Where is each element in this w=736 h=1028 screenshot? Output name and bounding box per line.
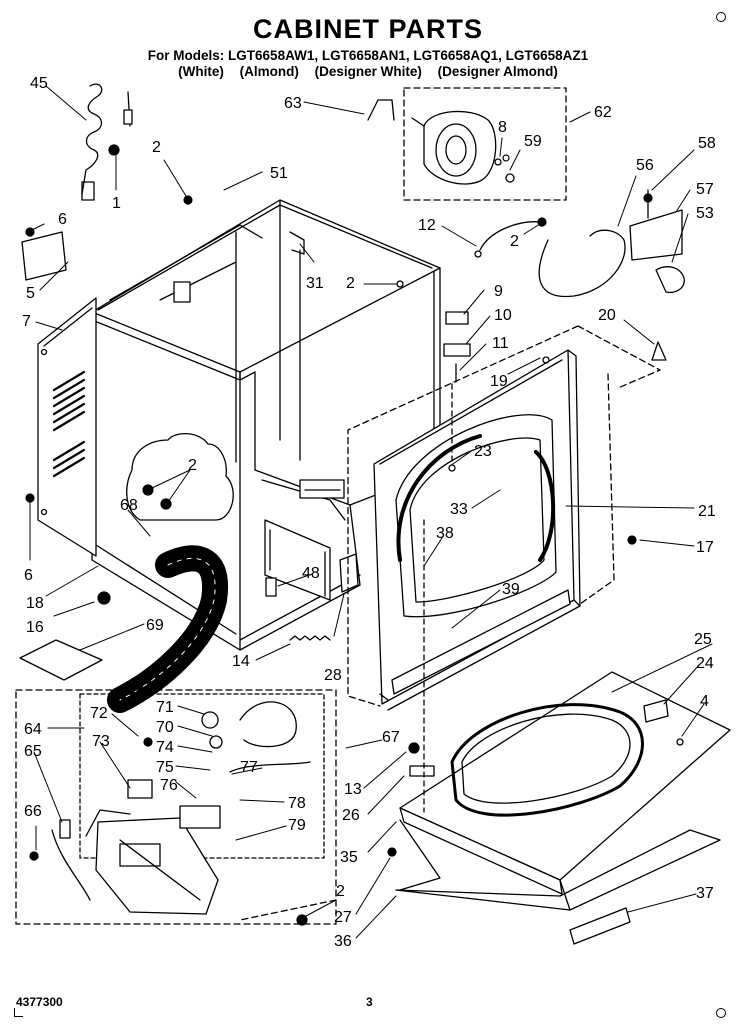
callout-65: 65 (24, 743, 42, 760)
variant-white: (White) (178, 64, 224, 79)
variant-almond: (Almond) (239, 64, 299, 79)
burner-assembly (51, 701, 311, 915)
callout-53: 53 (696, 205, 714, 222)
callout-7: 7 (22, 313, 31, 330)
callout-12: 12 (418, 217, 436, 234)
callout-39: 39 (502, 581, 520, 598)
callout-74: 74 (156, 739, 174, 756)
callout-2: 2 (346, 275, 355, 292)
callout-77: 77 (240, 759, 258, 776)
variant-designer-almond: (Designer Almond) (437, 64, 558, 79)
callout-73: 73 (92, 733, 110, 750)
callout-1: 1 (112, 195, 121, 212)
callout-11: 11 (492, 335, 509, 352)
page-header: CABINET PARTS For Models: LGT6658AW1, LG… (0, 14, 736, 80)
callout-2: 2 (188, 457, 197, 474)
callout-68: 68 (120, 497, 138, 514)
callout-67: 67 (382, 729, 400, 746)
callout-19: 19 (490, 373, 508, 390)
callout-36: 36 (334, 933, 352, 950)
callout-56: 56 (636, 157, 654, 174)
callout-2: 2 (336, 883, 345, 900)
callout-16: 16 (26, 619, 44, 636)
callout-28: 28 (324, 667, 342, 684)
power-cord (81, 83, 133, 201)
callout-51: 51 (270, 165, 288, 182)
callout-63: 63 (284, 95, 302, 112)
callout-14: 14 (232, 653, 250, 670)
page-title: CABINET PARTS (252, 14, 483, 44)
callout-38: 38 (436, 525, 454, 542)
callout-18: 18 (26, 595, 44, 612)
callout-69: 69 (146, 617, 164, 634)
callout-6: 6 (58, 211, 67, 228)
callout-78: 78 (288, 795, 306, 812)
callout-64: 64 (24, 721, 42, 738)
models-line: For Models: LGT6658AW1, LGT6658AN1, LGT6… (147, 48, 589, 63)
document-number: 4377300 (16, 995, 63, 1009)
plate-part (19, 639, 103, 681)
callout-72: 72 (90, 705, 108, 722)
callout-24: 24 (696, 655, 714, 672)
callout-10: 10 (494, 307, 512, 324)
callout-23: 23 (474, 443, 492, 460)
drive-belt (538, 229, 626, 298)
callout-45: 45 (30, 75, 48, 92)
callout-5: 5 (26, 285, 35, 302)
crop-mark (14, 1008, 23, 1017)
callout-66: 66 (24, 803, 42, 820)
callout-76: 76 (160, 777, 178, 794)
callout-4: 4 (700, 693, 709, 710)
callout-26: 26 (342, 807, 360, 824)
rear-panel (37, 297, 97, 557)
wire-harness (479, 221, 541, 251)
registration-mark (716, 1008, 726, 1018)
page-number: 3 (366, 995, 373, 1009)
callout-8: 8 (498, 119, 507, 136)
callout-27: 27 (334, 909, 352, 926)
registration-mark (716, 12, 726, 22)
callout-21: 21 (698, 503, 716, 520)
callout-57: 57 (696, 181, 714, 198)
callout-75: 75 (156, 759, 174, 776)
callout-79: 79 (288, 817, 306, 834)
callout-58: 58 (698, 135, 716, 152)
callout-17: 17 (696, 539, 714, 556)
callout-37: 37 (696, 885, 714, 902)
callout-59: 59 (524, 133, 542, 150)
callout-48: 48 (302, 565, 320, 582)
callout-62: 62 (594, 104, 612, 121)
variant-designer-white: (Designer White) (314, 64, 422, 79)
color-variants: (White) (Almond) (Designer White) (Desig… (0, 64, 736, 80)
clip-part (21, 231, 67, 281)
callout-labels: 45 2 1 51 63 62 8 59 56 58 6 5 7 31 12 2… (22, 75, 716, 950)
base-assembly (395, 671, 731, 945)
callout-2: 2 (152, 139, 161, 156)
bracket-part (367, 99, 395, 121)
callout-31: 31 (306, 275, 324, 292)
callout-13: 13 (344, 781, 362, 798)
callout-25: 25 (694, 631, 712, 648)
callout-20: 20 (598, 307, 616, 324)
motor-assembly (411, 110, 515, 185)
leader-lines (29, 85, 713, 939)
callout-2: 2 (510, 233, 519, 250)
callout-71: 71 (156, 699, 174, 716)
dashed-group-boxes (15, 87, 661, 925)
callout-35: 35 (340, 849, 358, 866)
callout-6: 6 (24, 567, 33, 584)
callout-33: 33 (450, 501, 468, 518)
callout-9: 9 (494, 283, 503, 300)
callout-70: 70 (156, 719, 174, 736)
